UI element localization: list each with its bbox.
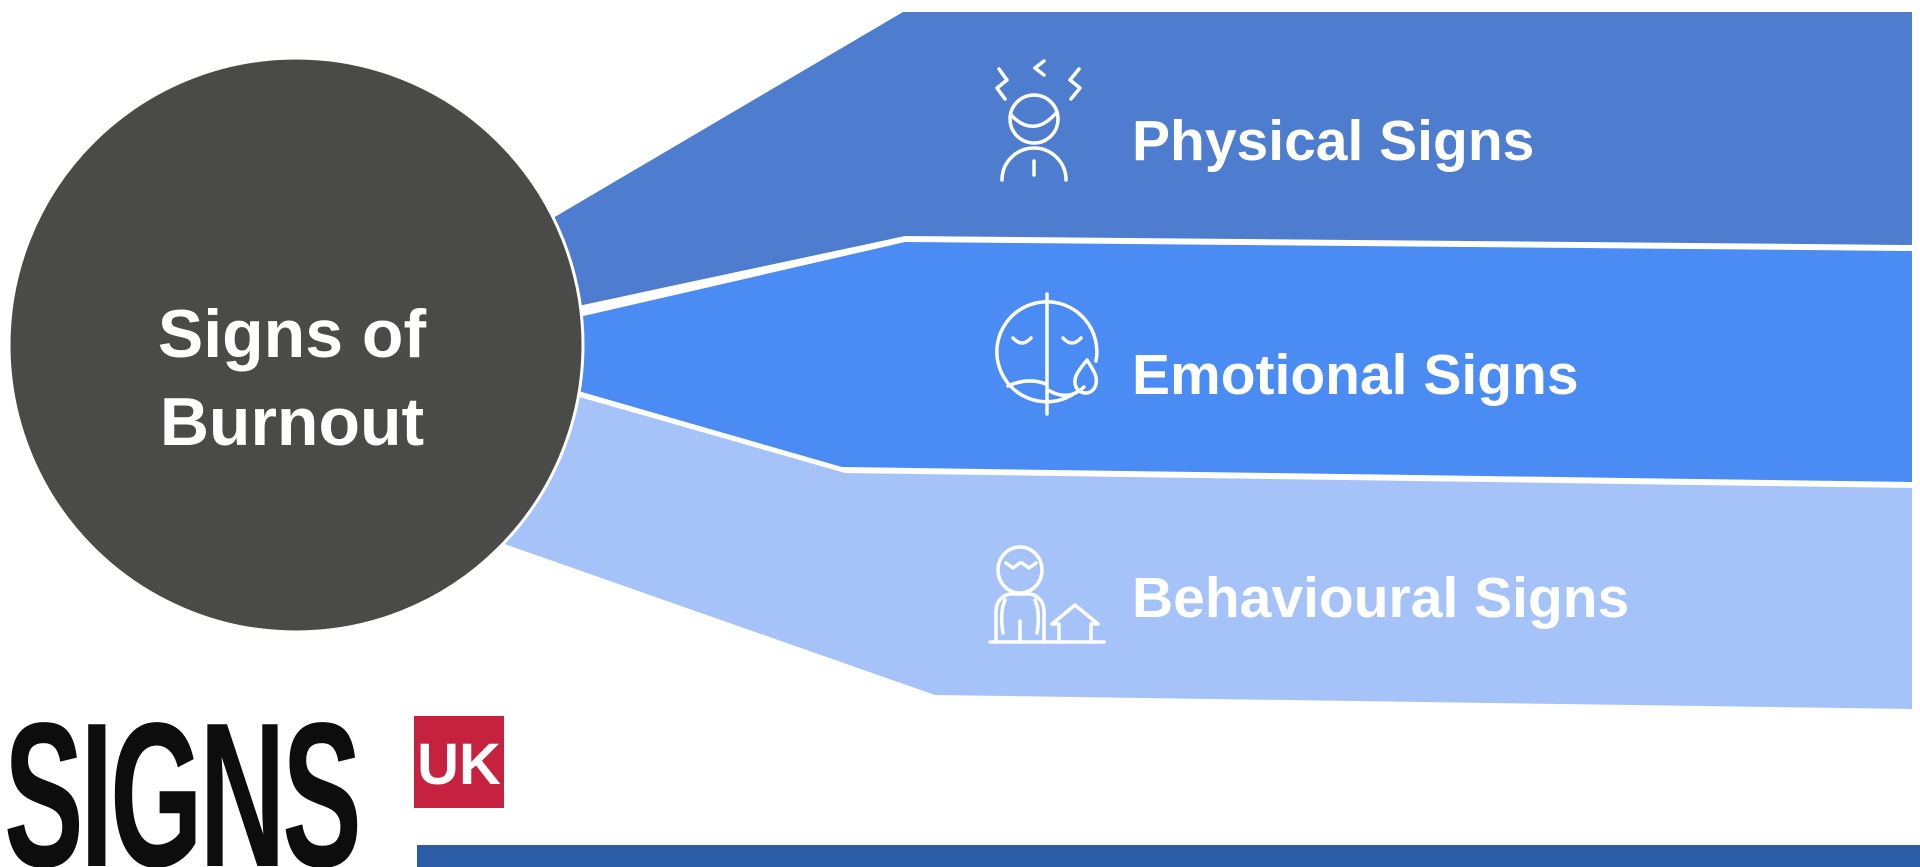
center-circle [7, 56, 585, 634]
banner-label-emotional: Emotional Signs [1132, 343, 1579, 407]
footer-bar [417, 845, 1920, 867]
uk-badge [414, 716, 504, 808]
logo-wordmark: SIGNS [4, 680, 358, 867]
banner-physical-shape [480, 12, 1912, 327]
circle-title-line1: Signs of [158, 296, 427, 372]
uk-badge-label: UK [417, 732, 501, 797]
stressed-person-icon [995, 59, 1082, 182]
banner-label-behavioural: Behavioural Signs [1132, 566, 1629, 630]
banner-behavioural-shape [490, 372, 1912, 709]
split-mood-face-tear-icon [995, 292, 1099, 416]
person-leaving-house-icon [988, 545, 1106, 644]
banner-label-physical: Physical Signs [1132, 109, 1534, 173]
circle-title-line2: Burnout [160, 384, 424, 460]
banner-emotional-shape [488, 242, 1912, 482]
